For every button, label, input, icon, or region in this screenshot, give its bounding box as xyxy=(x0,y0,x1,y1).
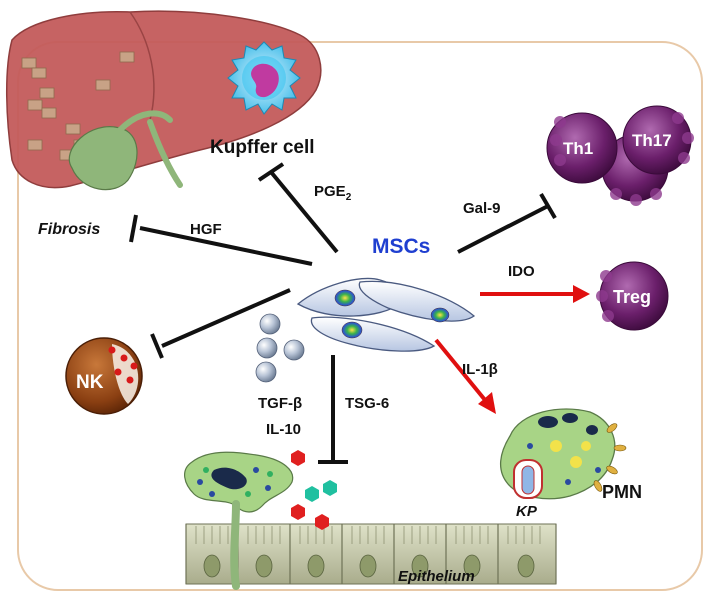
pge2-inhibit-line xyxy=(269,170,339,254)
liver-illustration xyxy=(6,10,322,191)
treg-label: Treg xyxy=(613,287,651,307)
treg-cell xyxy=(596,261,669,331)
nk-inhibit-line xyxy=(161,288,291,348)
th1-label: Th1 xyxy=(563,139,593,158)
pmn-cell xyxy=(500,408,627,500)
pge2-label: PGE2 xyxy=(314,183,352,203)
epithelium-label: Epithelium xyxy=(398,568,475,585)
epithelium-layer xyxy=(185,523,557,585)
kp-label: KP xyxy=(516,503,538,520)
macrophage-cell xyxy=(184,451,294,590)
gal9-label: Gal-9 xyxy=(463,200,501,217)
il1b-label: IL-1β xyxy=(462,361,498,378)
ido-label: IDO xyxy=(508,263,535,280)
pmn-label: PMN xyxy=(602,482,642,502)
panel-frame xyxy=(17,41,703,591)
gal9-inhibit-bar xyxy=(539,192,557,220)
th-cells-cluster xyxy=(546,105,694,206)
nk-label: NK xyxy=(76,372,104,393)
il1b-arrowhead xyxy=(478,392,496,414)
nk-cell xyxy=(65,337,143,415)
tgfb-label: TGF-β xyxy=(258,395,302,412)
kupffer-cell-icon xyxy=(227,41,301,115)
hgf-label: HGF xyxy=(190,221,222,238)
cytokine-hexagons xyxy=(291,450,337,530)
th1-cell xyxy=(546,112,618,184)
pge2-inhibit-bar xyxy=(257,162,285,182)
il10-label: IL-10 xyxy=(266,421,301,438)
tsg6-label: TSG-6 xyxy=(345,395,389,412)
th17-label: Th17 xyxy=(632,131,672,150)
il1b-activate-line xyxy=(434,338,487,402)
gal9-inhibit-line xyxy=(457,204,549,254)
msc-cells-group xyxy=(296,277,476,352)
hgf-inhibit-bar xyxy=(129,214,138,243)
kupffer-cell-label: Kupffer cell xyxy=(210,137,315,158)
mscs-label: MSCs xyxy=(372,235,430,258)
hgf-inhibit-line xyxy=(139,226,313,266)
ido-arrowhead xyxy=(573,285,590,303)
secreted-vesicles xyxy=(255,313,305,383)
fibrosis-label: Fibrosis xyxy=(38,221,100,238)
nk-inhibit-bar xyxy=(150,333,164,359)
